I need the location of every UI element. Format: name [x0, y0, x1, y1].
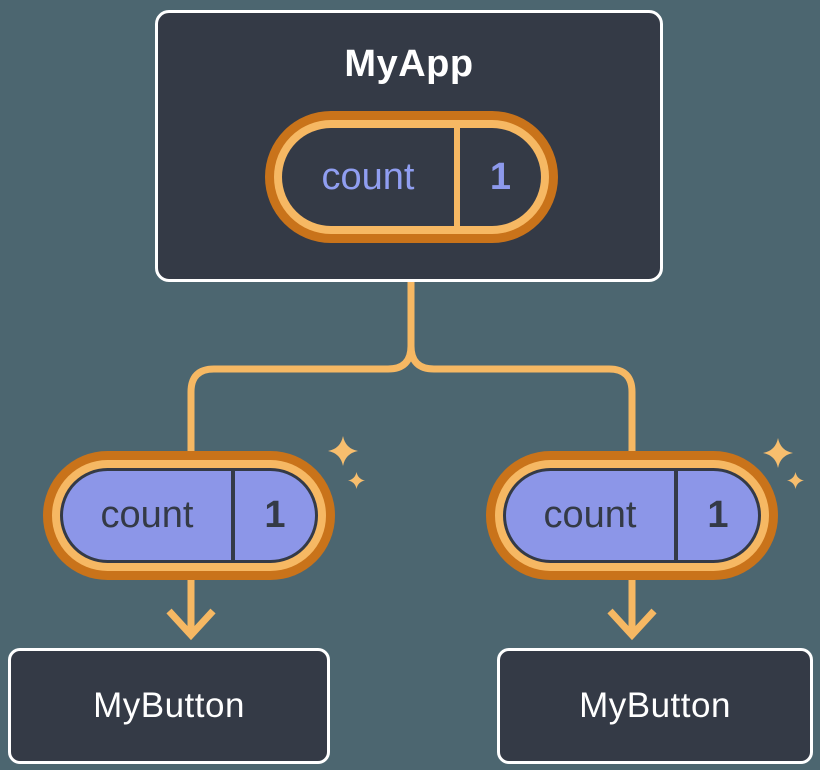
state-divider: [231, 471, 235, 560]
sparkle-icon: [348, 472, 365, 489]
branch-right-line: [407, 282, 636, 451]
node-myapp-title: MyApp: [344, 43, 474, 85]
node-mybutton-right-title: MyButton: [579, 686, 731, 725]
state-value: 1: [264, 494, 286, 536]
sparkle-icon: [328, 436, 358, 466]
node-mybutton-left: MyButton: [8, 648, 330, 764]
state-pill-root-ring: count 1: [274, 120, 549, 234]
sparkle-icon: [787, 472, 804, 489]
arrow-right-head: [607, 608, 657, 641]
node-mybutton-left-title: MyButton: [93, 686, 245, 725]
state-pill-root: count 1: [265, 111, 558, 243]
state-label: count: [100, 494, 194, 536]
branch-left-line: [187, 282, 415, 451]
state-label: count: [321, 155, 415, 198]
state-divider: [674, 471, 678, 560]
state-pill-left: count 1: [43, 451, 335, 580]
state-pill-right: count 1: [486, 451, 778, 580]
state-label: count: [543, 494, 637, 536]
state-divider: [454, 128, 460, 226]
state-value: 1: [489, 155, 512, 198]
state-pill-left-ring: count 1: [52, 460, 326, 571]
sparkle-icon: [763, 438, 793, 468]
state-value: 1: [707, 494, 729, 536]
node-mybutton-right: MyButton: [497, 648, 813, 764]
arrow-left-head: [166, 608, 216, 641]
state-pill-right-ring: count 1: [495, 460, 769, 571]
